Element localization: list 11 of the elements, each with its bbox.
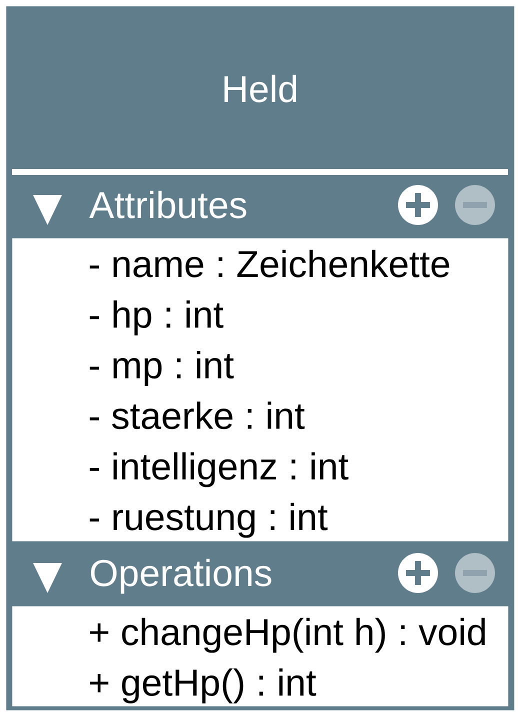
member-text: - mp : int xyxy=(90,351,234,386)
member-text: - name : Zeichenkette xyxy=(90,250,450,278)
class-name: Held xyxy=(224,74,296,102)
member-text: + getHp() : int xyxy=(90,668,316,704)
section-heading: Attributes xyxy=(89,190,246,218)
member-text: - ruestung : int xyxy=(90,502,328,538)
member-text: - staerke : int xyxy=(90,402,305,430)
member-text: - intelligenz : int xyxy=(90,452,348,488)
section-heading: Operations xyxy=(90,558,272,594)
member-text: + changeHp(int h) : void xyxy=(90,618,485,653)
member-text: - hp : int xyxy=(90,300,224,336)
